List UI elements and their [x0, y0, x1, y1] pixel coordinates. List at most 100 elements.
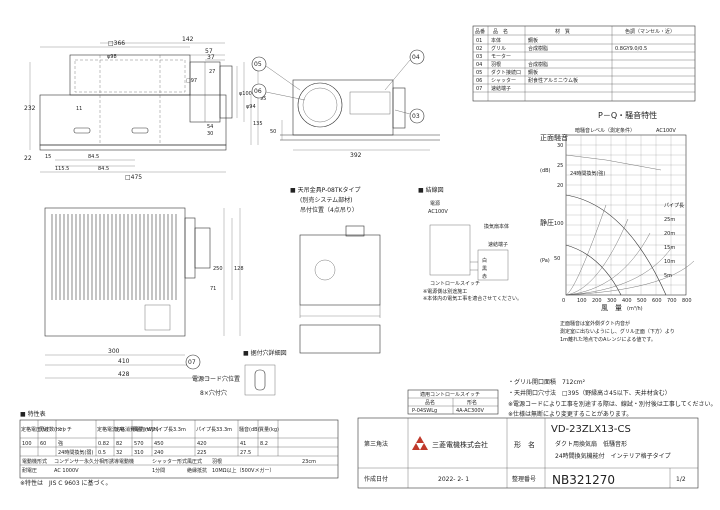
bottom-dim-410: 410: [118, 358, 130, 365]
parts-cell: 本体: [491, 37, 501, 44]
wiring-ac100v: AC100V: [428, 209, 448, 215]
bottom-dim-250: 250: [213, 266, 223, 272]
dim-11: 11: [76, 106, 82, 112]
parts-cell: 03: [476, 54, 482, 60]
pq-xtick: 200: [592, 298, 602, 304]
pq-series-label: 10m: [664, 259, 675, 265]
note-4: ※仕様は無断により変更することがあります。: [508, 410, 632, 418]
spec-extra-cell: 10MΩ以上（500Vメガー）: [212, 467, 274, 474]
spec-header: 質量(kg): [259, 426, 279, 433]
spec-table: ■ 特性表 定格電圧(V)周波数(Hz)ノッチ定格電流(A)定格消費電力(W)風…: [19, 410, 339, 487]
spec-extra-cell: 風圧式: [187, 458, 202, 465]
pq-xtick: 800: [682, 298, 692, 304]
dim-84-5b: 84.5: [98, 166, 109, 172]
spec-cell: 強: [58, 440, 63, 447]
dim-135: 135: [253, 121, 263, 127]
model-number: VD-23ZLX13-CS: [551, 424, 631, 435]
parts-cell: モーター: [491, 53, 511, 60]
bottom-dim-128: 128: [234, 266, 244, 272]
spec-cell: 60: [40, 441, 46, 447]
model-desc-1: ダクト用換気扇 低騒音形: [555, 440, 627, 448]
spec-cell: 310: [134, 450, 144, 456]
mitsubishi-logo: [412, 436, 428, 450]
dim-475: □475: [125, 174, 142, 181]
parts-cell: 05: [476, 70, 482, 76]
bottom-dim-428: 428: [118, 371, 130, 378]
name-label: 形 名: [514, 440, 535, 449]
spec-cell: 82: [116, 441, 122, 447]
dim-84-5a: 84.5: [88, 154, 99, 160]
spec-extra-cell: コンデンサー永久分相形誘導電動機: [54, 458, 134, 465]
parts-cell: 鋼板: [528, 69, 538, 76]
wiring-diagram: ■ 結線図 電源 AC100V 換気扇本体 コントロールスイッチ 速結端子 白 …: [418, 186, 522, 302]
wiring-terminal: 速結端子: [488, 241, 508, 248]
pq-xlabel: 風 量: [601, 304, 622, 312]
parts-cell: 合成樹脂: [528, 61, 548, 68]
wiring-red: 赤: [482, 274, 487, 280]
wiring-note-2: ※本体内の電気工事を適合させてください。: [423, 295, 522, 302]
balloon-06-label: 06: [254, 88, 262, 95]
spec-cell: 0.5: [98, 450, 106, 456]
parts-header-color: 色調（マンセル・近）: [625, 28, 675, 35]
spec-cell: 24時間換気(弱): [58, 449, 93, 456]
spec-cell: 0.82: [98, 441, 109, 447]
balloon-05-label: 05: [254, 61, 262, 68]
balloon-03-label: 03: [412, 113, 420, 120]
parts-cell: 01: [476, 38, 482, 44]
power-cord-hole: 電源コード穴位置: [192, 375, 240, 383]
spec-header: 周波数(Hz): [39, 426, 64, 433]
ceiling-spec-line2: 吊付位置（4点吊り）: [300, 206, 358, 214]
date-label: 作成日付: [364, 475, 388, 483]
spec-footnote: ※特性は JIS C 9603 に基づく。: [20, 479, 112, 487]
ceiling-spec: ■ 天吊金具P-08TKタイプ (別売システム部材) 吊付位置（4点吊り）: [290, 186, 381, 354]
dim-54: 54: [207, 124, 213, 130]
pq-noise-curve: [565, 154, 662, 171]
parts-cell: 速結端子: [491, 85, 511, 92]
pq-duct-curve: [565, 260, 695, 296]
spec-cell: 41: [240, 441, 246, 447]
wiring-black: 黒: [482, 266, 487, 272]
page-number: 1/2: [676, 476, 686, 483]
switch-row-model: 4A-AC300V: [456, 408, 485, 414]
pq-yunit-mid: (Pa): [540, 258, 550, 264]
balloon-07: [185, 354, 201, 370]
pq-ylabel-top: 正面騒音: [540, 133, 568, 142]
spec-header: 風量(m³/h): [133, 426, 159, 433]
dim-37: 37: [207, 54, 215, 61]
spec-extra-cell: シャッター形式: [152, 458, 187, 465]
pq-series-label: パイプ長: [664, 203, 684, 209]
pq-note-3: 1m離れた地点でのAレンジによる値です。: [560, 336, 656, 343]
note-3: ※電源コードにより工事を別途する際は、線試・別付後は工事してください。: [508, 400, 717, 408]
balloon-03: [409, 108, 425, 124]
spec-extra-cell: 23cm: [302, 459, 316, 465]
parts-header-no: 品番: [475, 28, 485, 35]
spec-extra-cell: 羽根: [212, 458, 222, 465]
dim-phi98: φ98: [107, 54, 117, 60]
model-desc-2: 24時間換気機能付 インテリア格子タイプ: [555, 452, 671, 460]
drawing-number: NB321270: [552, 473, 615, 487]
pq-xtick: 0: [562, 298, 565, 304]
pq-yunit-top: (dB): [540, 168, 551, 174]
parts-cell: グリル: [491, 45, 506, 52]
dim-97: □97: [186, 78, 197, 84]
pq-xtick: 300: [607, 298, 617, 304]
spec-cell: 8.2: [260, 441, 268, 447]
spec-cell: 420: [197, 441, 207, 447]
drawing-label: 整理番号: [512, 475, 536, 483]
parts-cell: 06: [476, 78, 482, 84]
bottom-dim-71: 71: [210, 286, 216, 292]
switch-table: 適用コントロールスイッチ 品名 形名 P-04SWLg 4A-AC300V: [407, 389, 499, 415]
pq-pressure-tick: 50: [554, 256, 560, 262]
pq-series-label: 25m: [664, 217, 675, 223]
pq-curve-strong: [565, 194, 667, 296]
spec-extra-cell: 絶縁抵抗: [187, 467, 207, 474]
pq-noise-tick: 25: [557, 163, 563, 169]
top-view: □366 142 57 37 φ98 27 □97 φ100 φ94 30 54…: [24, 36, 266, 181]
dim-95: 95: [260, 96, 266, 102]
spec-header: 定格電圧(V): [21, 426, 48, 433]
pq-note-1: 正面騒音は室外側ダクト内音が: [560, 320, 630, 327]
parts-cell: 羽根: [491, 61, 501, 68]
pq-series-label: 5m: [664, 273, 672, 279]
balloon-07-label: 07: [188, 359, 196, 366]
